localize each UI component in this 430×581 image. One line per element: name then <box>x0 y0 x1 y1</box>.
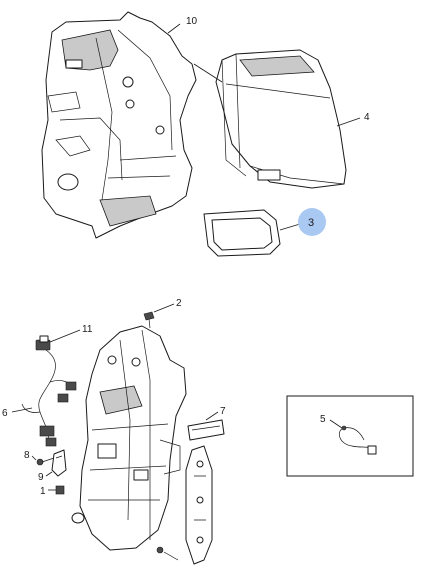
bolt-icon <box>36 457 55 466</box>
callout-10: 10 <box>186 16 198 27</box>
screw-bottom-icon <box>156 546 179 561</box>
callout-6: 6 <box>2 408 8 419</box>
callout-8: 8 <box>24 450 30 461</box>
mounting-bracket-icon <box>185 445 213 565</box>
clip-icon <box>51 449 67 477</box>
callout-3-highlight <box>298 208 326 236</box>
headlamp-housing-icon <box>41 11 197 239</box>
bulb-socket-icon <box>338 425 377 455</box>
wiring-harness-icon <box>21 349 77 447</box>
callout-5: 5 <box>320 414 326 425</box>
callout-3: 3 <box>308 217 314 229</box>
callout-7: 7 <box>220 406 226 417</box>
callout-9: 9 <box>38 472 44 483</box>
callout-11: 11 <box>82 324 93 335</box>
tail-lamp-lens-icon <box>215 49 347 189</box>
screw-icon <box>143 311 155 329</box>
nut-icon <box>55 485 65 495</box>
inset-frame <box>286 395 414 477</box>
seal-strip-icon <box>187 419 225 441</box>
callout-1: 1 <box>40 486 46 497</box>
connector-icon <box>35 335 51 351</box>
lamp-gasket-icon <box>203 209 281 257</box>
callout-4: 4 <box>364 112 370 123</box>
callout-2: 2 <box>176 298 182 309</box>
lamp-housing-lower-icon <box>71 325 187 551</box>
